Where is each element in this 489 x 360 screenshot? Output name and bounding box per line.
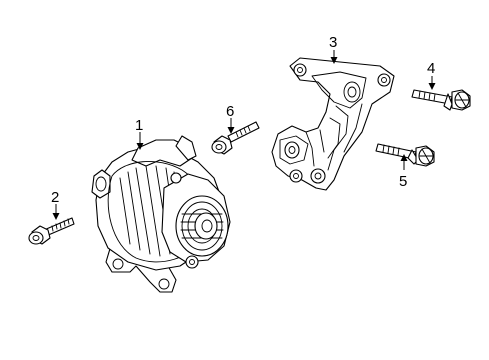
callout-5: 5 [399,173,407,190]
bolt-4 [411,89,471,111]
callout-2: 2 [51,189,59,206]
bolt-5 [375,143,435,167]
bolt-6 [211,121,260,155]
bolt-2 [28,217,75,245]
callout-6: 6 [226,103,234,120]
alternator [91,135,231,293]
mounting-bracket [271,57,395,191]
callout-4: 4 [427,60,435,77]
callout-3: 3 [329,34,337,51]
leader-lines [52,50,436,220]
callout-1: 1 [135,117,143,134]
